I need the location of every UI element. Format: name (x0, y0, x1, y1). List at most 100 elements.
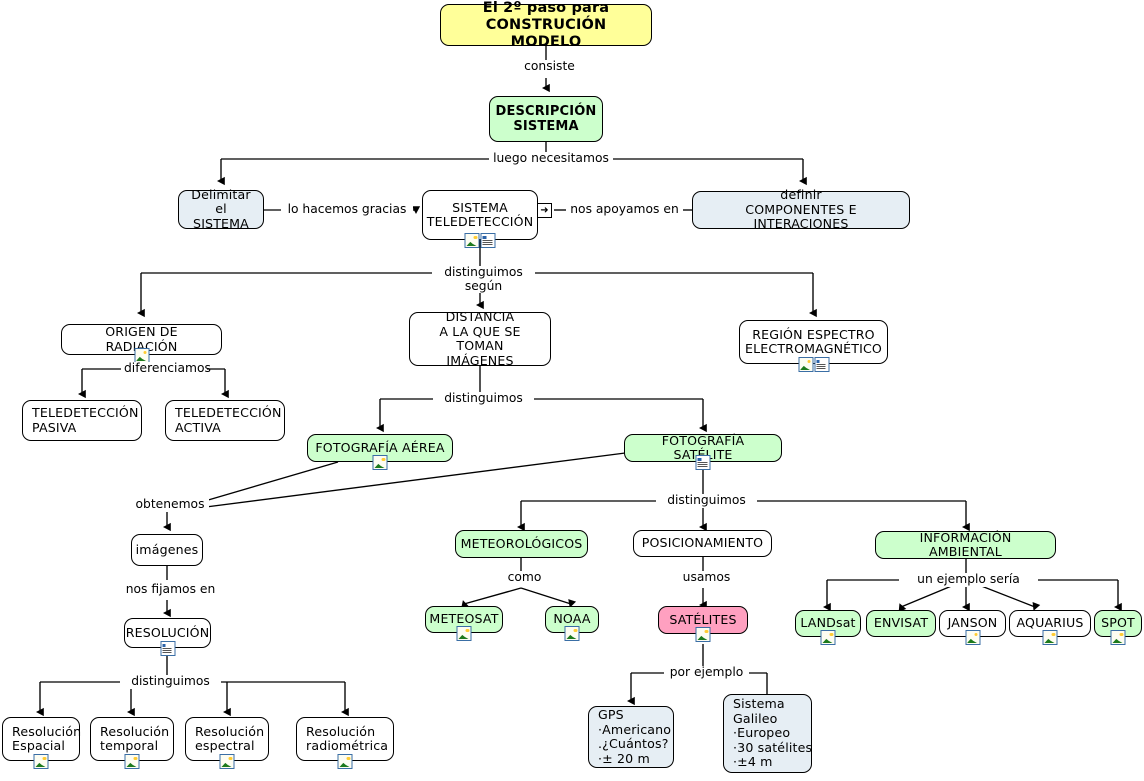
node-resolucion[interactable]: RESOLUCIÓN (124, 618, 211, 656)
node-gps[interactable]: GPS ·Americano .¿Cuántos? ·± 20 m (588, 706, 674, 768)
image-resource-icon[interactable] (372, 455, 388, 470)
edge-label-distinguimos-resolucion: distinguimos (120, 674, 221, 689)
edge-label-obtenemos: obtenemos (131, 497, 209, 512)
node-resolucion-espacial[interactable]: Resolución Espacial (2, 717, 81, 769)
node-informacion-ambiental[interactable]: INFORMACIÓN AMBIENTAL (875, 529, 1056, 559)
image-resource-icon[interactable] (798, 357, 813, 372)
node-distancia-imagenes[interactable]: DISTANCIA A LA QUE SE TOMAN IMÁGENES (409, 309, 551, 368)
edge-label-lo-hacemos-gracias: lo hacemos gracias (281, 202, 413, 217)
edge-label-distinguimos-foto: distinguimos (433, 391, 534, 406)
resource-icons (337, 754, 353, 769)
node-noaa-label: NOAA (553, 611, 591, 627)
resource-icons (695, 627, 711, 642)
node-spot-label: SPOT (1101, 615, 1135, 631)
node-imagenes[interactable]: imágenes (131, 534, 203, 566)
node-meteosat[interactable]: METEOSAT (425, 606, 503, 641)
node-fotografia-aerea[interactable]: FOTOGRAFÍA AÉREA (307, 434, 453, 470)
node-teledeteccion-activa[interactable]: TELEDETECCIÓN ACTIVA (165, 400, 285, 441)
node-sistema-galileo[interactable]: Sistema Galileo ·Europeo ·30 satélites ·… (723, 694, 812, 773)
image-resource-icon[interactable] (219, 754, 235, 769)
image-resource-icon[interactable] (564, 626, 580, 641)
node-meteorologicos[interactable]: METEOROLÓGICOS (455, 530, 588, 558)
node-meteosat-label: METEOSAT (429, 611, 499, 627)
node-meteorologicos-label: METEOROLÓGICOS (460, 535, 583, 551)
node-satelites[interactable]: SATÉLITES (658, 606, 748, 642)
edge-label-luego-necesitamos: luego necesitamos (489, 151, 613, 166)
node-fotografia-satelite[interactable]: FOTOGRAFÍA SATÉLITE (624, 432, 782, 470)
resource-icons (33, 754, 49, 769)
node-resolucion-label: RESOLUCIÓN (125, 624, 210, 640)
resource-icons (219, 754, 235, 769)
edge-label-nos-fijamos-en: nos fijamos en (118, 582, 223, 597)
document-resource-icon[interactable] (160, 641, 175, 656)
link-resource-icon[interactable]: ➜ (537, 203, 552, 218)
image-resource-icon[interactable] (695, 627, 711, 642)
document-resource-icon[interactable] (695, 455, 711, 470)
node-janson-label: JANSON (947, 615, 998, 631)
edge-label-diferenciamos: diferenciamos (121, 361, 211, 376)
node-componentes-interaciones[interactable]: definir COMPONENTES E INTERACIONES (692, 187, 910, 232)
image-resource-icon[interactable] (33, 754, 49, 769)
edge-label-un-ejemplo-seria: un ejemplo sería (899, 572, 1038, 587)
node-titulo[interactable]: El 2º paso para CONSTRUCIÓN MODELO (440, 0, 652, 50)
image-resource-icon[interactable] (1110, 630, 1126, 645)
node-posicionamiento-label: POSICIONAMIENTO (641, 535, 764, 551)
image-resource-icon[interactable] (337, 754, 353, 769)
node-resolucion-espectral-label: Resolución espectral (195, 723, 265, 753)
image-resource-icon[interactable] (456, 626, 472, 641)
node-resolucion-temporal-label: Resolución temporal (100, 723, 170, 753)
node-region-espectro-label: REGIÓN ESPECTRO ELECTROMAGNÉTICO (745, 326, 882, 356)
node-descripcion-sistema[interactable]: DESCRIPCIÓN SISTEMA (489, 96, 603, 142)
node-teledeteccion-pasiva[interactable]: TELEDETECCIÓN PASIVA (22, 400, 142, 441)
image-resource-icon[interactable] (820, 630, 836, 645)
image-resource-icon[interactable] (124, 754, 140, 769)
resource-icons (564, 626, 580, 641)
resource-icons (124, 754, 140, 769)
node-teledeteccion-activa-label: TELEDETECCIÓN ACTIVA (175, 405, 282, 435)
edge-label-distinguimos-satelite: distinguimos (656, 493, 757, 508)
resource-icons (1110, 630, 1126, 645)
node-sistema-galileo-label: Sistema Galileo ·Europeo ·30 satélites ·… (733, 696, 813, 770)
edge-label-usamos: usamos (676, 570, 737, 585)
node-delimitar-sistema[interactable]: Delimitar el SISTEMA (178, 187, 264, 230)
node-titulo-label: El 2º paso para CONSTRUCIÓN MODELO (482, 0, 610, 50)
node-region-espectro[interactable]: REGIÓN ESPECTRO ELECTROMAGNÉTICO (739, 320, 888, 372)
node-informacion-ambiental-label: INFORMACIÓN AMBIENTAL (919, 529, 1012, 559)
node-componentes-interaciones-label: definir COMPONENTES E INTERACIONES (745, 187, 857, 232)
node-sistema-teledeteccion-label: SISTEMA TELEDETECCIÓN (426, 199, 534, 229)
node-landsat-label: LANDsat (800, 615, 856, 631)
resource-icons (1042, 630, 1058, 645)
node-posicionamiento[interactable]: POSICIONAMIENTO (633, 530, 772, 557)
node-teledeteccion-pasiva-label: TELEDETECCIÓN PASIVA (32, 405, 139, 435)
node-janson[interactable]: JANSON (939, 610, 1006, 645)
node-gps-label: GPS ·Americano .¿Cuántos? ·± 20 m (598, 707, 672, 766)
node-descripcion-sistema-label: DESCRIPCIÓN SISTEMA (495, 104, 597, 134)
document-resource-icon[interactable] (480, 233, 496, 248)
node-resolucion-espectral[interactable]: Resolución espectral (185, 717, 269, 769)
node-envisat[interactable]: ENVISAT (866, 610, 936, 637)
node-resolucion-radiometrica[interactable]: Resolución radiométrica (296, 717, 394, 769)
node-fotografia-aerea-label: FOTOGRAFÍA AÉREA (315, 439, 445, 455)
resource-icons (464, 233, 496, 248)
node-sistema-teledeteccion[interactable]: SISTEMA TELEDETECCIÓN ➜ (422, 190, 552, 248)
node-noaa[interactable]: NOAA (545, 606, 599, 641)
image-resource-icon[interactable] (965, 630, 980, 645)
image-resource-icon[interactable] (464, 233, 480, 248)
image-resource-icon[interactable] (1042, 630, 1058, 645)
document-resource-icon[interactable] (814, 357, 829, 372)
node-origen-radiacion[interactable]: ORIGEN DE RADIACIÓN (61, 324, 222, 363)
node-resolucion-temporal[interactable]: Resolución temporal (90, 717, 174, 769)
resource-icons (372, 455, 388, 470)
node-distancia-imagenes-label: DISTANCIA A LA QUE SE TOMAN IMÁGENES (439, 309, 521, 368)
edge-label-nos-apoyamos-en: nos apoyamos en (566, 202, 683, 217)
node-satelites-label: SATÉLITES (669, 611, 737, 627)
node-spot[interactable]: SPOT (1094, 610, 1142, 645)
node-aquarius[interactable]: AQUARIUS (1009, 610, 1091, 645)
node-fotografia-satelite-label: FOTOGRAFÍA SATÉLITE (661, 432, 745, 462)
edge-label-distinguimos-segun: distinguimos según (432, 265, 535, 294)
resource-icons (160, 641, 175, 656)
node-envisat-label: ENVISAT (873, 615, 929, 631)
node-landsat[interactable]: LANDsat (795, 610, 861, 645)
edge-label-consiste: consiste (518, 59, 581, 74)
